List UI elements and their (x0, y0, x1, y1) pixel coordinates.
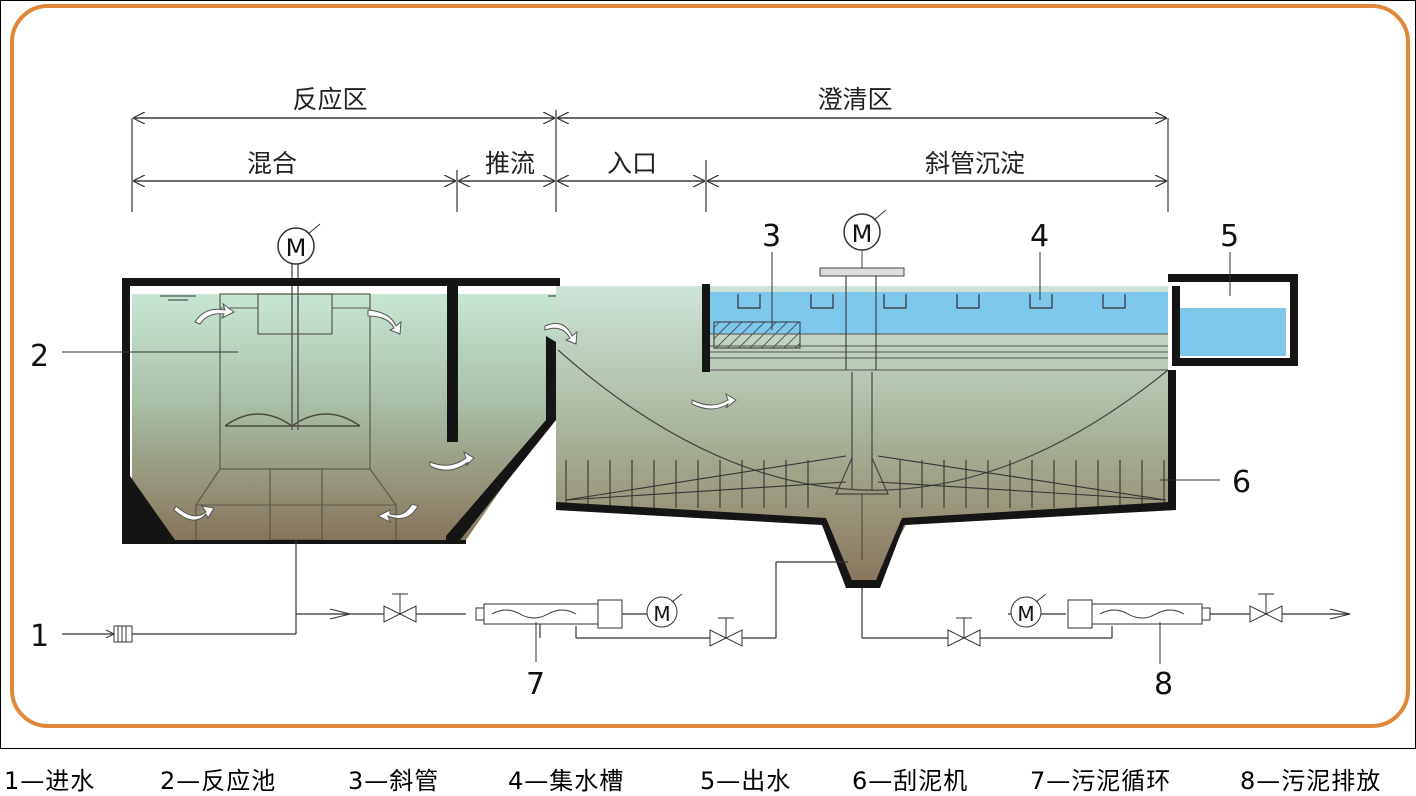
sludge-discharge-pump (1067, 599, 1211, 629)
zone-plug-flow-label: 推流 (485, 149, 535, 178)
legend-item-tube: 3—斜管 (348, 767, 440, 795)
callout-6: 6 (1232, 465, 1251, 500)
zone-reaction-label: 反应区 (292, 85, 367, 114)
valve-icon (1249, 593, 1283, 623)
zone-clarification-label: 澄清区 (817, 85, 892, 114)
callout-4: 4 (1030, 219, 1049, 254)
callout-1: 1 (30, 619, 49, 654)
svg-text:M: M (852, 220, 873, 248)
callout-2: 2 (30, 339, 49, 374)
sludge-recirculation-pump (475, 599, 623, 629)
valve-icon (709, 617, 743, 647)
zone-tube-settling-label: 斜管沉淀 (925, 149, 1025, 178)
dimension-lines (131, 110, 1169, 212)
valve-icon (383, 593, 417, 623)
callout-5: 5 (1220, 219, 1239, 254)
motor-icon: M (1010, 593, 1047, 628)
legend-item-discharge: 8—污泥排放 (1240, 767, 1382, 795)
piping (62, 540, 1350, 639)
legend-item-inlet: 1—进水 (4, 767, 96, 795)
callout-7: 7 (526, 667, 545, 702)
flow-arrows (173, 302, 737, 523)
tube-settler (713, 321, 801, 349)
sludge-scraper (565, 455, 1167, 510)
motor-icon: M (843, 209, 887, 251)
callout-leaders (62, 252, 1231, 664)
inlet-nozzle-icon (105, 625, 133, 643)
svg-text:M: M (286, 234, 307, 262)
clarifier-tank (552, 267, 1298, 588)
valve-icon (947, 617, 981, 647)
reaction-tank (122, 256, 584, 544)
legend-item-outlet: 5—出水 (700, 767, 792, 795)
orange-frame (10, 4, 1410, 728)
collecting-troughs (737, 294, 1126, 309)
outlet-channel (1176, 308, 1286, 356)
legend-item-trough: 4—集水槽 (508, 767, 625, 795)
svg-text:M: M (653, 602, 670, 626)
process-diagram: 反应区 澄清区 混合 推流 入口 斜管沉淀 (10, 4, 1410, 728)
legend-item-reaction-tank: 2—反应池 (160, 767, 277, 795)
legend-item-scraper: 6—刮泥机 (852, 767, 969, 795)
zone-mixing-label: 混合 (247, 149, 297, 178)
motor-icon: M (277, 223, 321, 265)
callout-3: 3 (762, 219, 781, 254)
motor-icon: M (646, 593, 683, 628)
legend-item-recirculation: 7—污泥循环 (1030, 767, 1172, 795)
zone-inlet-label: 入口 (607, 149, 657, 178)
svg-text:M: M (1017, 602, 1034, 626)
legend: 1—进水 2—反应池 3—斜管 4—集水槽 5—出水 6—刮泥机 7—污泥循环 … (0, 748, 1416, 795)
callout-8: 8 (1154, 667, 1173, 702)
